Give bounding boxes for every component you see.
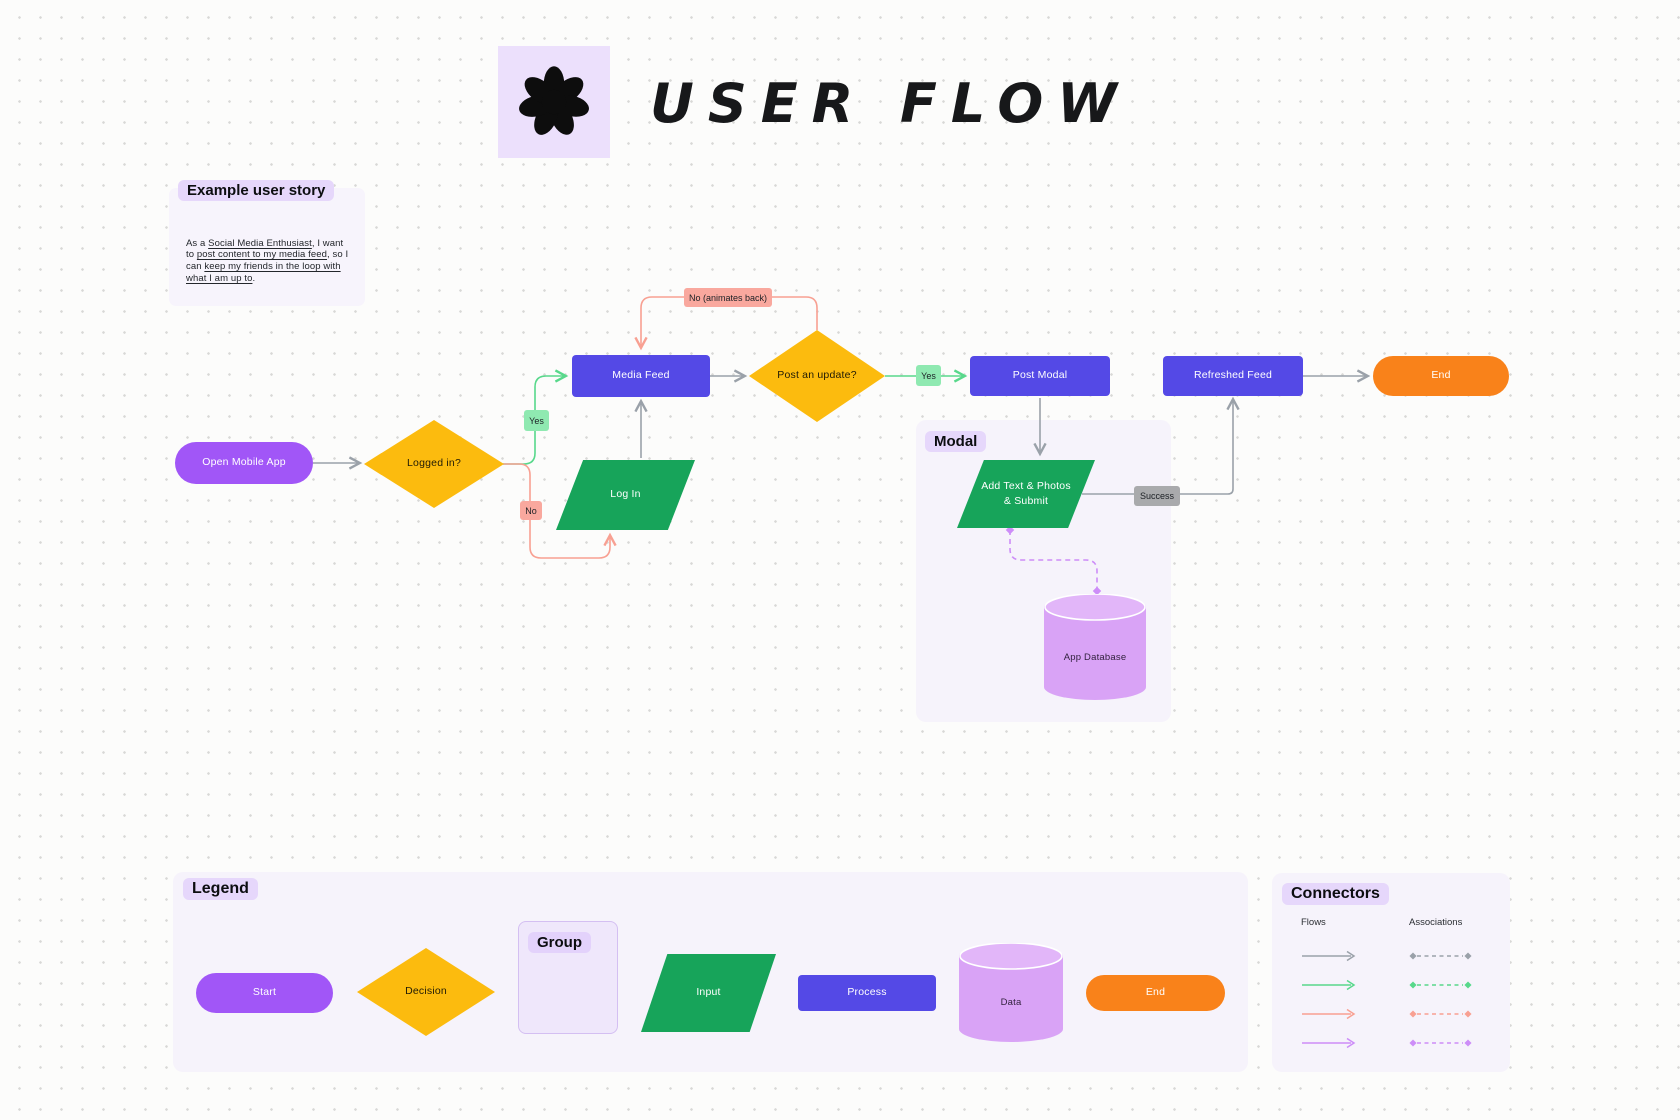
flows-column-header: Flows <box>1301 917 1326 928</box>
legend-group-box[interactable]: Group <box>518 921 618 1034</box>
node-label: Start <box>252 986 277 999</box>
association-sample-assocPurple[interactable] <box>1409 1037 1473 1049</box>
association-sample-salmon[interactable] <box>1409 1008 1473 1020</box>
associations-column-header: Associations <box>1409 917 1463 928</box>
legend-title: Legend <box>183 878 258 900</box>
node-open-mobile-app[interactable]: Open Mobile App <box>175 442 313 484</box>
node-label: Media Feed <box>612 369 670 382</box>
node-label: Post an update? <box>777 369 857 382</box>
cylinder-shape <box>1044 594 1146 700</box>
label-success[interactable]: Success <box>1134 486 1180 506</box>
flow-sample-assocPurple[interactable] <box>1301 1037 1361 1049</box>
flow-sample-green[interactable] <box>1301 979 1361 991</box>
flows-samples <box>1301 950 1361 1049</box>
node-legend-process[interactable]: Process <box>798 975 936 1011</box>
node-label: Add Text & Photos & Submit <box>981 479 1071 507</box>
node-label: Logged in? <box>407 457 461 470</box>
flow-sample-salmon[interactable] <box>1301 1008 1361 1020</box>
node-logged-in[interactable]: Logged in? <box>364 420 504 508</box>
node-media-feed[interactable]: Media Feed <box>572 355 710 397</box>
node-post-modal[interactable]: Post Modal <box>970 356 1110 396</box>
node-label: Data <box>1000 997 1022 1008</box>
node-label: Process <box>847 986 887 999</box>
node-label: Refreshed Feed <box>1193 369 1273 382</box>
modal-group-label: Modal <box>925 431 987 452</box>
flower-icon <box>519 66 589 135</box>
node-app-database[interactable]: App Database <box>1044 594 1146 700</box>
page-title: USER FLOW <box>650 71 1131 135</box>
node-refreshed-feed[interactable]: Refreshed Feed <box>1163 356 1303 396</box>
node-legend-start[interactable]: Start <box>196 973 333 1013</box>
user-story-panel: Example user story As a Social Media Ent… <box>169 180 365 306</box>
user-story-title: Example user story <box>178 180 335 201</box>
node-add-text-photos[interactable]: Add Text & Photos & Submit <box>957 460 1095 528</box>
label-yes-login[interactable]: Yes <box>524 410 549 431</box>
association-sample-gray[interactable] <box>1409 950 1473 962</box>
legend-group-label: Group <box>528 932 591 953</box>
node-legend-data[interactable]: Data <box>959 943 1063 1042</box>
node-end[interactable]: End <box>1373 356 1509 396</box>
user-story-text: As a Social Media Enthusiast, I want to … <box>186 237 349 285</box>
node-label: End <box>1145 986 1166 999</box>
node-label: App Database <box>1063 652 1127 663</box>
node-label: Post Modal <box>1012 369 1068 382</box>
flow-sample-gray[interactable] <box>1301 950 1361 962</box>
node-label: Open Mobile App <box>202 456 286 469</box>
association-sample-green[interactable] <box>1409 979 1473 991</box>
associations-samples <box>1409 950 1473 1049</box>
connectors-title: Connectors <box>1282 883 1389 905</box>
label-no-animates[interactable]: No (animates back) <box>684 288 772 307</box>
label-yes-post[interactable]: Yes <box>916 365 941 386</box>
connectors-panel: Connectors Flows Associations <box>1272 873 1510 1072</box>
node-label: Log In <box>610 488 641 501</box>
node-legend-end[interactable]: End <box>1086 975 1225 1011</box>
node-post-update[interactable]: Post an update? <box>749 330 885 422</box>
node-label: Decision <box>405 985 447 998</box>
logo-badge <box>498 46 610 158</box>
node-legend-input[interactable]: Input <box>641 954 776 1032</box>
node-label: Input <box>696 986 721 999</box>
node-label: End <box>1431 369 1451 382</box>
node-log-in[interactable]: Log In <box>556 460 695 530</box>
label-no-login[interactable]: No <box>520 501 542 520</box>
cylinder-shape <box>959 943 1063 1042</box>
